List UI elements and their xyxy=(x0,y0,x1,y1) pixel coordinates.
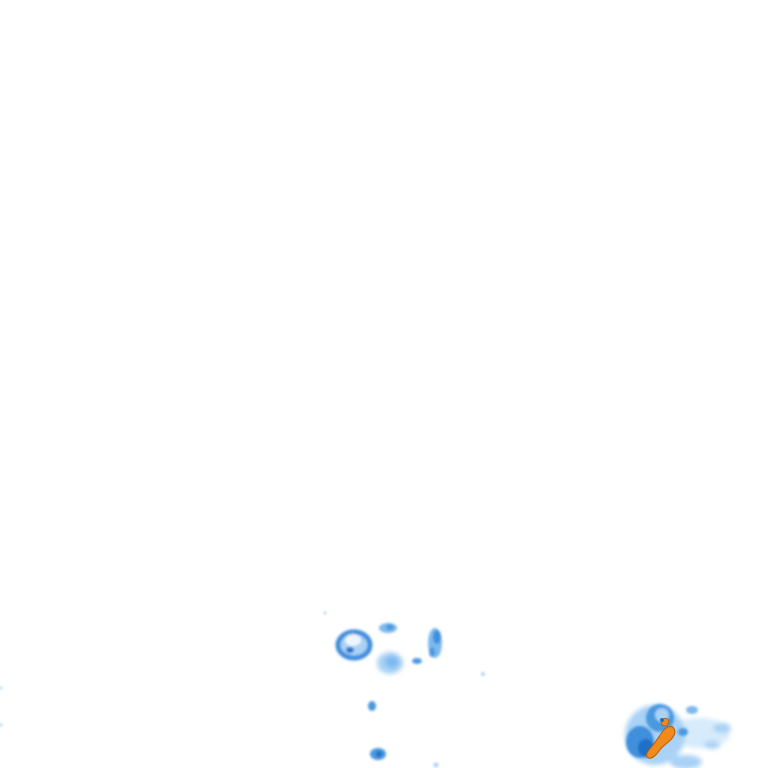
heavy-rain-core xyxy=(646,726,676,759)
rain-cell xyxy=(379,623,397,633)
rain-cell xyxy=(481,672,485,676)
rain-cell xyxy=(428,628,442,658)
rain-cell xyxy=(412,658,422,664)
rain-cell xyxy=(0,686,3,727)
rain-cell xyxy=(433,762,439,768)
rain-cell xyxy=(377,652,403,674)
storm-cell xyxy=(625,704,731,768)
rain-cell xyxy=(370,748,386,760)
rain-cell xyxy=(335,629,373,661)
rain-cell xyxy=(368,701,376,711)
rain-cell xyxy=(323,611,327,615)
